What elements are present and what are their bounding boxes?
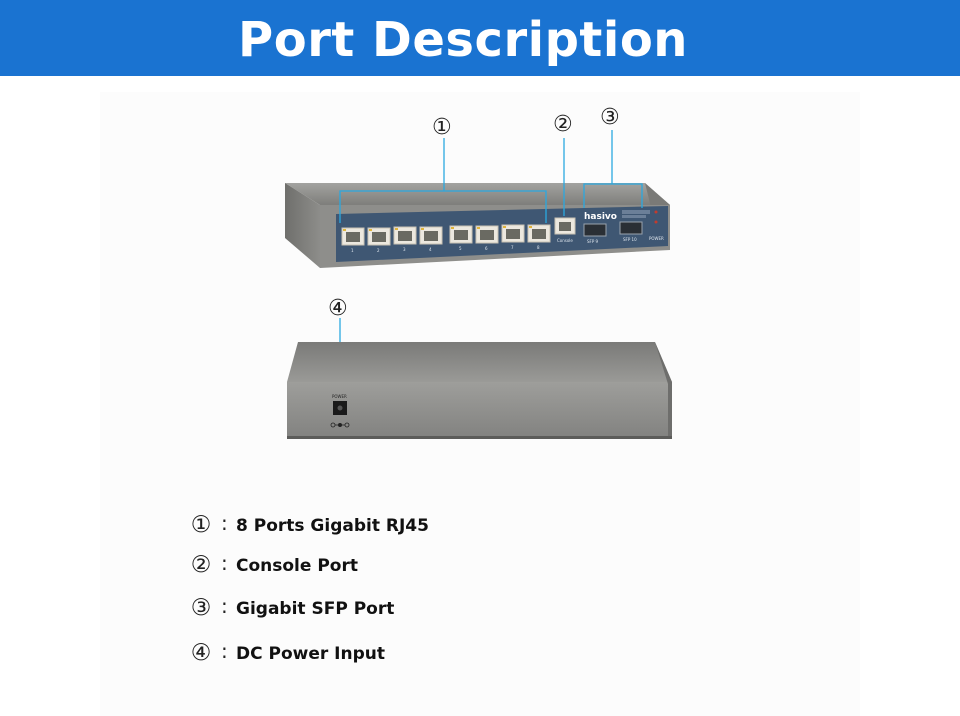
port-number-label: 8 (537, 245, 540, 250)
brand-logo: hasivo (584, 212, 617, 222)
port-number-label: 3 (403, 247, 406, 252)
rj45-port[interactable] (419, 226, 443, 245)
legend-marker: ③ (190, 595, 212, 621)
power-label-front: POWER (649, 236, 664, 241)
sfp-label: SFP 9 (587, 239, 599, 244)
port-number-label: 4 (429, 247, 432, 252)
marker-4: ④ (328, 296, 348, 321)
legend-colon: : (221, 551, 228, 575)
port-number-label: 7 (511, 245, 514, 250)
legend-item-3: ③ : Gigabit SFP Port (186, 594, 586, 625)
polarity-icon (330, 422, 350, 428)
page-title: Port Description (238, 12, 688, 68)
dc-power-jack[interactable] (333, 401, 347, 415)
rj45-port[interactable] (475, 225, 499, 244)
product-diagram: 1 2 3 4 5 6 7 8 Console hasivo SFP 9 SFP… (285, 105, 672, 439)
port-number-labels: 1 2 3 4 5 6 7 8 (351, 245, 540, 253)
sfp-port[interactable] (619, 221, 643, 235)
rj45-ports (341, 224, 551, 246)
port-number-label: 5 (459, 246, 462, 251)
legend-item-1: ① : 8 Ports Gigabit RJ45 (186, 511, 586, 542)
sfp-label: SFP 10 (623, 237, 637, 242)
header-bar: Port Description (0, 0, 960, 76)
legend-text: Gigabit SFP Port (236, 599, 395, 619)
power-label-back: POWER (332, 394, 347, 399)
port-number-label: 2 (377, 248, 380, 253)
legend-text: Console Port (236, 556, 358, 576)
marker-2: ② (553, 112, 573, 137)
rj45-port[interactable] (393, 226, 417, 245)
rj45-port[interactable] (527, 224, 551, 243)
console-port[interactable] (554, 217, 576, 235)
legend-item-2: ② : Console Port (186, 551, 586, 582)
console-label: Console (557, 238, 573, 243)
marker-3: ③ (600, 105, 620, 130)
legend-marker: ② (190, 552, 212, 578)
legend-colon: : (221, 594, 228, 618)
switch-front-view: 1 2 3 4 5 6 7 8 Console hasivo SFP 9 SFP… (285, 183, 670, 268)
rj45-port[interactable] (449, 225, 473, 244)
port-number-label: 1 (351, 248, 354, 253)
legend-marker: ① (190, 512, 212, 538)
legend-item-4: ④ : DC Power Input (186, 639, 586, 670)
switch-back-view: POWER (287, 342, 672, 439)
legend-text: 8 Ports Gigabit RJ45 (236, 516, 429, 536)
rj45-port[interactable] (341, 227, 365, 246)
legend-marker: ④ (190, 640, 212, 666)
status-led (654, 210, 658, 214)
legend-colon: : (221, 639, 228, 663)
rj45-port[interactable] (367, 227, 391, 246)
rj45-port[interactable] (501, 224, 525, 243)
status-led (654, 220, 658, 224)
port-number-label: 6 (485, 246, 488, 251)
legend-colon: : (221, 511, 228, 535)
marker-1: ① (432, 115, 452, 140)
sfp-port[interactable] (583, 223, 607, 237)
legend-text: DC Power Input (236, 644, 386, 664)
